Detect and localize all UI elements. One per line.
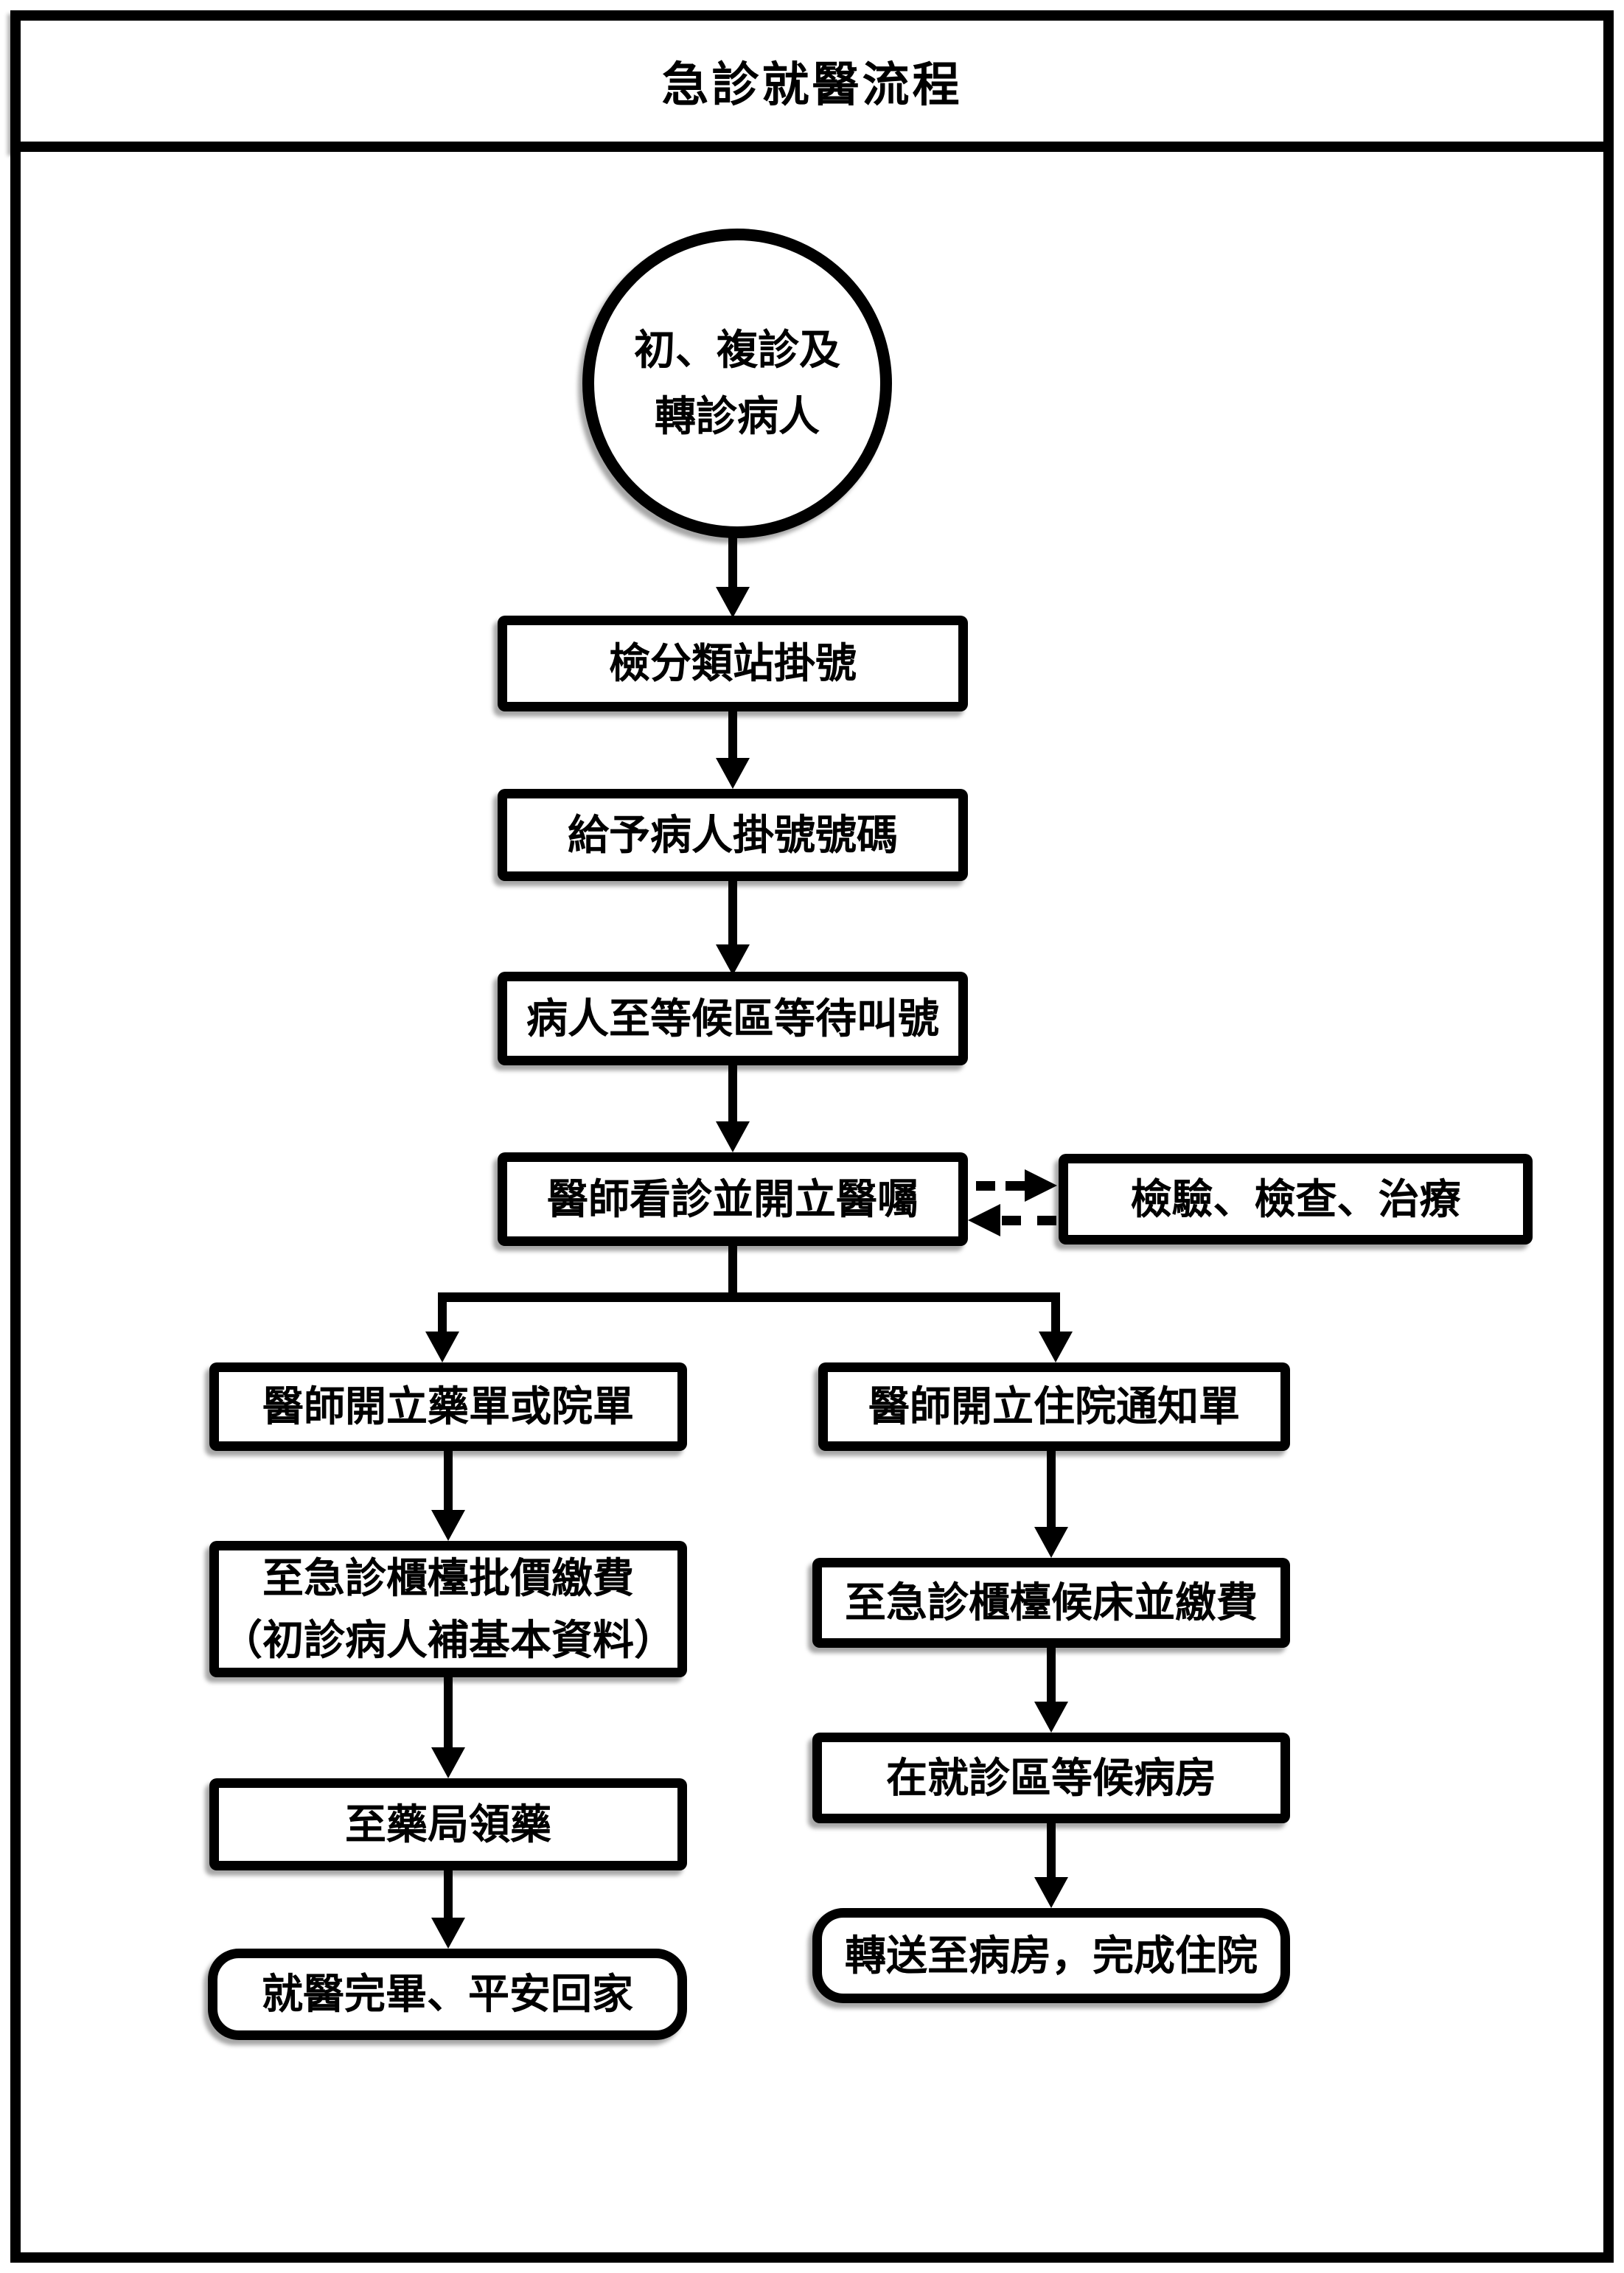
box-cashier-label-line2: （初診病人補基本資料） — [221, 1616, 675, 1663]
box-cashier-label-line1: 至急診櫃檯批價繳費 — [262, 1554, 634, 1601]
arrow-branch-left-shaft — [438, 1301, 447, 1333]
arrow-branch-left-head — [425, 1332, 459, 1362]
box-doctor-exam: 醫師看診並開立醫囑 — [498, 1152, 968, 1246]
branch-stem-line — [728, 1242, 737, 1294]
arrow-rx-to-cashier-shaft — [444, 1448, 453, 1511]
arrow-branch-right-shaft — [1051, 1301, 1060, 1333]
box-rx-order-label: 醫師開立藥單或院單 — [262, 1383, 634, 1430]
box-bed-fee: 至急診櫃檯候床並繳費 — [812, 1558, 1290, 1648]
start-node-label-line1: 初、複診及 — [634, 327, 840, 374]
arrow-number-to-wait-head — [716, 944, 750, 975]
box-tests-label: 檢驗、檢查、治療 — [1130, 1175, 1461, 1222]
box-admit-notice: 醫師開立住院通知單 — [818, 1362, 1290, 1451]
arrow-number-to-wait-shaft — [728, 879, 737, 946]
arrow-pharmacy-to-home-shaft — [444, 1868, 453, 1919]
box-pharmacy-label: 至藥局領藥 — [345, 1800, 551, 1848]
terminal-go-home: 就醫完畢、平安回家 — [208, 1949, 687, 2040]
page-title: 急診就醫流程 — [661, 58, 963, 111]
arrow-pharmacy-to-home-head — [431, 1918, 465, 1949]
box-give-number: 給予病人掛號號碼 — [498, 789, 968, 881]
box-bed-fee-label: 至急診櫃檯候床並繳費 — [845, 1579, 1258, 1626]
box-admit-notice-label: 醫師開立住院通知單 — [868, 1383, 1240, 1430]
box-triage-label: 檢分類站掛號 — [609, 640, 857, 686]
arrow-wait-to-doctor-shaft — [728, 1062, 737, 1123]
arrow-admit-to-bedfee-head — [1034, 1527, 1068, 1558]
terminal-go-home-label: 就醫完畢、平安回家 — [262, 1971, 633, 2017]
box-wait-ward-label: 在就診區等候病房 — [886, 1754, 1216, 1801]
arrow-triage-to-number-head — [716, 758, 750, 789]
box-pharmacy: 至藥局領藥 — [209, 1778, 687, 1870]
arrow-bedfee-to-waitward-shaft — [1047, 1645, 1056, 1703]
title-panel: 急診就醫流程 — [10, 10, 1614, 152]
dashed-arrow-tests-to-doctor-line — [1002, 1216, 1056, 1225]
branch-connector-line — [438, 1292, 1060, 1302]
start-node: 初、複診及 轉診病人 — [582, 229, 892, 538]
dashed-arrow-doctor-to-tests-line — [976, 1181, 1025, 1191]
box-rx-order: 醫師開立藥單或院單 — [209, 1362, 687, 1451]
dashed-arrow-tests-to-doctor-head — [968, 1204, 1000, 1236]
arrow-start-to-triage-shaft — [728, 535, 737, 588]
box-wait-call: 病人至等候區等待叫號 — [498, 972, 968, 1065]
arrow-cashier-to-pharmacy-head — [431, 1747, 465, 1778]
arrow-branch-right-head — [1039, 1332, 1073, 1362]
box-cashier: 至急診櫃檯批價繳費 （初診病人補基本資料） — [209, 1541, 687, 1677]
box-wait-call-label: 病人至等候區等待叫號 — [526, 995, 939, 1042]
arrow-admit-to-bedfee-shaft — [1047, 1448, 1056, 1528]
terminal-to-ward: 轉送至病房，完成住院 — [812, 1908, 1290, 2003]
arrow-rx-to-cashier-head — [431, 1510, 465, 1541]
start-node-label-line2: 轉診病人 — [655, 393, 820, 439]
arrow-triage-to-number-shaft — [728, 708, 737, 759]
terminal-to-ward-label: 轉送至病房，完成住院 — [845, 1932, 1258, 1979]
arrow-start-to-triage-head — [716, 587, 750, 618]
dashed-arrow-doctor-to-tests-head — [1025, 1169, 1057, 1202]
box-wait-ward: 在就診區等候病房 — [812, 1733, 1290, 1823]
arrow-wait-to-doctor-head — [716, 1121, 750, 1152]
arrow-waitward-to-ward-shaft — [1047, 1820, 1056, 1879]
box-triage: 檢分類站掛號 — [498, 616, 968, 711]
box-tests: 檢驗、檢查、治療 — [1059, 1154, 1533, 1245]
arrow-bedfee-to-waitward-head — [1034, 1702, 1068, 1733]
arrow-cashier-to-pharmacy-shaft — [444, 1674, 453, 1749]
box-doctor-exam-label: 醫師看診並開立醫囑 — [547, 1175, 919, 1222]
arrow-waitward-to-ward-head — [1034, 1877, 1068, 1908]
box-give-number-label: 給予病人掛號號碼 — [568, 811, 898, 858]
